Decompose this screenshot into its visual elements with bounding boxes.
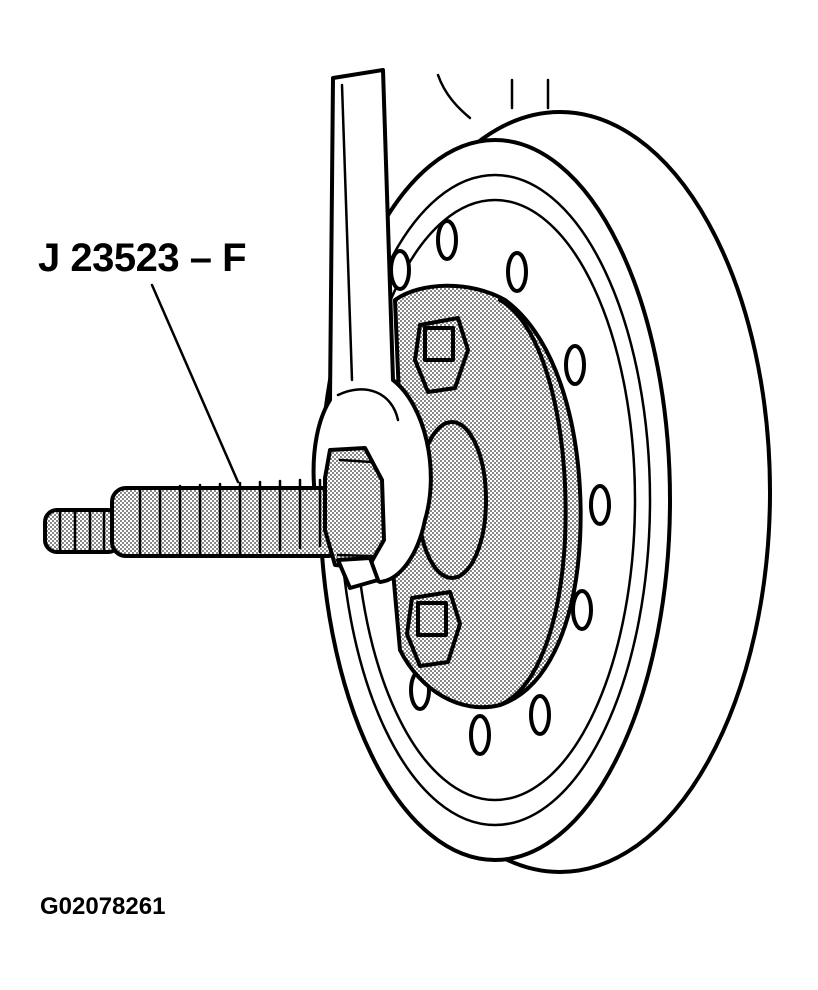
tool-callout-label: J 23523 – F bbox=[38, 236, 247, 280]
plate-bolt-lower bbox=[405, 590, 462, 668]
figure-id: G02078261 bbox=[40, 893, 166, 920]
forcing-screw bbox=[43, 446, 386, 590]
balancer-bolt-holes bbox=[389, 219, 611, 756]
callout-leader-line bbox=[150, 283, 240, 484]
plate-bolt-upper bbox=[413, 316, 470, 394]
